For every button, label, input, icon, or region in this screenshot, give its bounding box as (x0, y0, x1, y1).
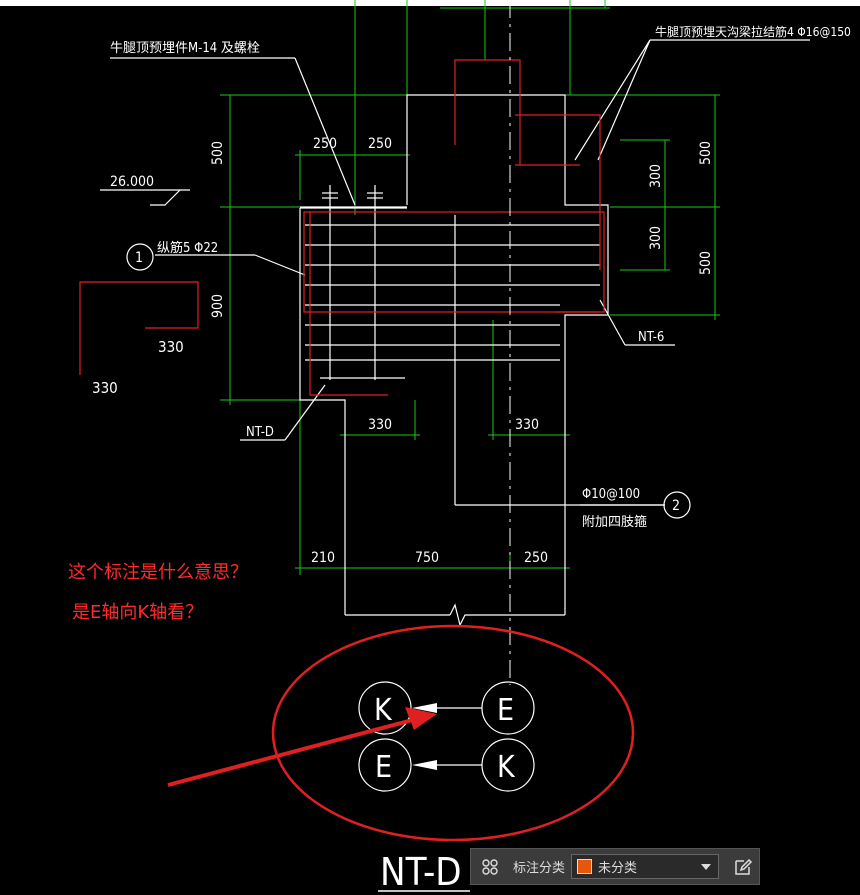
dim-500-r1: 500 (698, 141, 714, 165)
axis-e2-text: E (375, 750, 392, 785)
highlight-arrow (167, 716, 421, 787)
dim-300-r1: 300 (648, 164, 664, 188)
dim-330-ra: 330 (368, 417, 392, 433)
question-line-2: 是E轴向K轴看？ (72, 602, 204, 623)
label-rebar-1: 纵筋5 Φ22 (157, 240, 218, 256)
axis-k1-text: K (374, 693, 393, 728)
elevation-label: 26.000 (110, 174, 154, 190)
top-dim-1: 150 (453, 0, 474, 9)
category-label: 标注分类 (513, 861, 566, 876)
window-top-strip (0, 0, 860, 6)
view-arrow-2 (412, 760, 437, 770)
label-ntd: NT-D (246, 425, 274, 440)
dim-250-c: 250 (524, 550, 548, 566)
top-dim-3: 200 (575, 0, 596, 9)
highlight-arrow-head (405, 707, 437, 730)
question-line-1: 这个标注是什么意思？ (68, 562, 248, 583)
axis-bubble-k1 (358, 681, 412, 735)
note-embed: 牛腿顶预埋件M-14 及螺栓 (110, 41, 260, 56)
marker-1-text: 1 (135, 250, 143, 266)
category-color-swatch (577, 859, 593, 874)
annotation-category-toolbar: 标注分类 未分类 (470, 848, 760, 885)
dim-750: 750 (415, 550, 439, 566)
detail-title: NT-D (380, 850, 462, 894)
label-stirrup: Φ10@100 (582, 487, 640, 502)
marker-circle-1 (126, 243, 154, 271)
axis-k2-text: K (497, 750, 516, 785)
top-dim-2: 250 (524, 0, 545, 9)
red-rebar (79, 59, 605, 396)
chevron-down-icon (701, 863, 712, 870)
category-dropdown[interactable]: 未分类 (571, 854, 720, 879)
grid-icon[interactable] (475, 852, 505, 882)
dimension-lines (220, 0, 720, 575)
label-extra: 附加四肢箍 (582, 514, 647, 530)
edit-icon[interactable] (729, 853, 757, 881)
view-arrow-1 (412, 703, 437, 713)
dim-250-a: 250 (313, 136, 337, 152)
dim-330-br: 330 (92, 379, 118, 397)
axis-bubble-e2 (358, 738, 412, 792)
dim-900: 900 (210, 294, 226, 318)
dim-500-left: 500 (210, 141, 226, 165)
dim-500-r2: 500 (698, 251, 714, 275)
marker-2-text: 2 (672, 498, 680, 514)
axis-e1-text: E (497, 693, 514, 728)
highlight-ellipse (271, 624, 635, 842)
marker-circle-2 (663, 491, 691, 519)
dim-250-b: 250 (368, 136, 392, 152)
dim-330-bl: 330 (158, 338, 184, 356)
label-nt6: NT-6 (638, 330, 664, 345)
dim-300-r2: 300 (648, 226, 664, 250)
note-tie: 牛腿顶预埋天沟梁拉结筋4 Φ16@150 (655, 24, 851, 39)
dim-330-rb: 330 (515, 417, 539, 433)
category-selected: 未分类 (598, 861, 638, 876)
dim-210: 210 (311, 550, 335, 566)
